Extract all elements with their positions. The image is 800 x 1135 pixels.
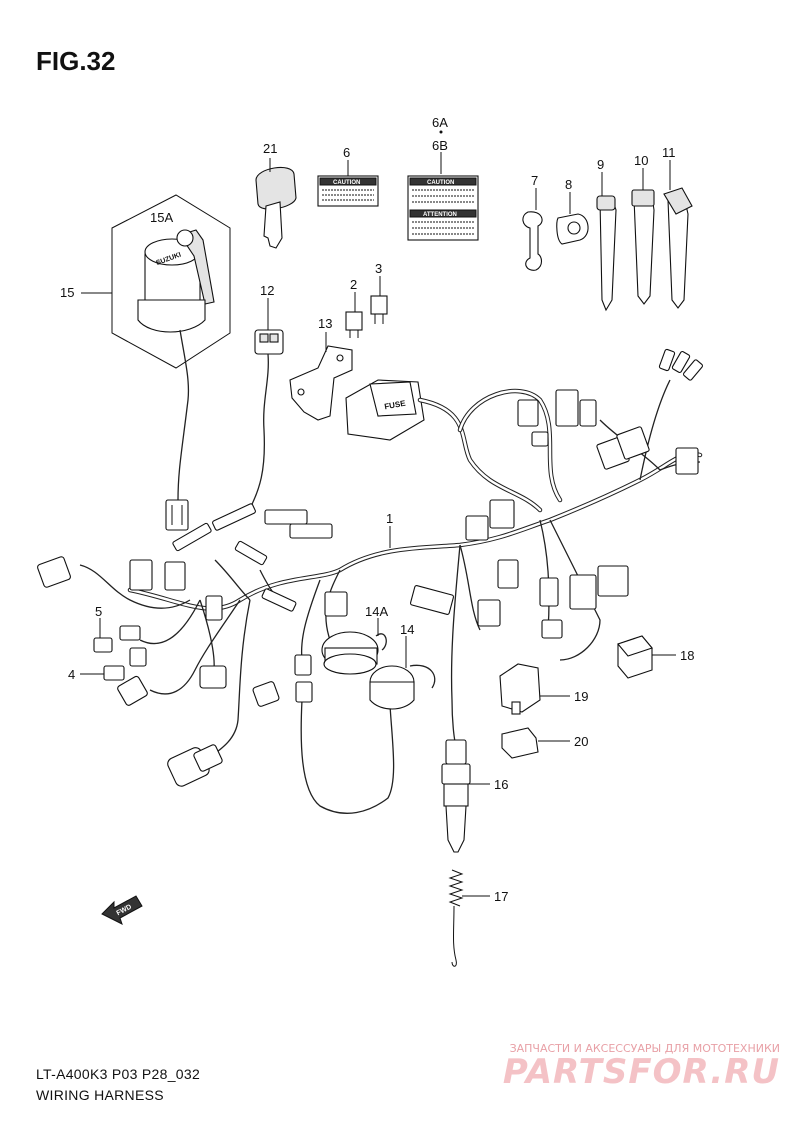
- ignition-switch-lead: [177, 329, 190, 501]
- cable-tie-11: [663, 187, 693, 309]
- fuse-2: [345, 311, 363, 338]
- callout-10: 10: [634, 153, 648, 168]
- callout-2: 2: [350, 277, 357, 292]
- harness-connectors: [37, 348, 703, 787]
- connector-12: [247, 329, 284, 513]
- connector-4: [103, 665, 125, 681]
- cable-tie-10: [631, 189, 655, 305]
- caution-label-6: CAUTION: [317, 175, 379, 207]
- cable-tie-9: [596, 195, 617, 312]
- lamp-socket-14: [369, 664, 436, 710]
- callout-1: 1: [386, 511, 393, 526]
- fuse-bracket-13: [289, 345, 353, 421]
- callout-21: 21: [263, 141, 277, 156]
- callout-17: 17: [494, 889, 508, 904]
- connector-5: [93, 637, 113, 653]
- watermark-tagline: ЗАПЧАСТИ И АКСЕССУАРЫ ДЛЯ МОТОТЕХНИКИ: [509, 1042, 780, 1055]
- ignition-key-15a: [179, 229, 215, 305]
- callout-6a: 6A: [432, 115, 448, 130]
- spare-key-21: [255, 166, 297, 249]
- caution-label-6a-text: CAUTION: [427, 180, 454, 186]
- callout-16: 16: [494, 777, 508, 792]
- fuse-3: [370, 295, 388, 324]
- callout-8: 8: [565, 177, 572, 192]
- callout-13: 13: [318, 316, 332, 331]
- callout-20: 20: [574, 734, 588, 749]
- callout-5: 5: [95, 604, 102, 619]
- sensor-16: [441, 739, 471, 853]
- callout-12: 12: [260, 283, 274, 298]
- callout-14: 14: [400, 622, 414, 637]
- callout-15: 15: [60, 285, 74, 300]
- callout-9: 9: [597, 157, 604, 172]
- fwd-arrow-icon: FWD: [101, 895, 143, 925]
- key-ring: [176, 229, 194, 247]
- callout-4: 4: [68, 667, 75, 682]
- bracket-20: [501, 727, 539, 759]
- callout-11: 11: [662, 145, 676, 160]
- callout-7: 7: [531, 173, 538, 188]
- fuse-box-text: FUSE: [384, 399, 407, 412]
- ignition-switch-group: SUZUKI: [111, 194, 231, 531]
- ignition-switch-base: [137, 299, 206, 333]
- ignition-connector: [165, 499, 189, 531]
- figure-model-code: LT-A400K3 P03 P28_032: [36, 1066, 201, 1082]
- clamp-7: [522, 211, 543, 271]
- callout-numbers: 15 15A 21 6 6A 6B 7 8 9 10 11 12 13 2 3 …: [60, 115, 694, 904]
- watermark-brand: PARTSFOR.RU: [502, 1052, 780, 1092]
- lamp-socket-14a: [321, 631, 387, 675]
- callout-3: 3: [375, 261, 382, 276]
- clamp-8: [556, 213, 589, 245]
- attention-label-6a-6b: CAUTION ATTENTION: [407, 175, 479, 241]
- callout-14a: 14A: [365, 604, 388, 619]
- callout-19: 19: [574, 689, 588, 704]
- relay-19: [499, 663, 541, 715]
- callout-leaders: [80, 130, 676, 897]
- callout-15a: 15A: [150, 210, 173, 225]
- relay-18: [617, 635, 653, 679]
- fuse-box: FUSE: [345, 379, 425, 441]
- caution-label-text: CAUTION: [333, 180, 360, 186]
- attention-label-text: ATTENTION: [423, 212, 457, 218]
- figure-name: WIRING HARNESS: [36, 1087, 164, 1103]
- callout-6: 6: [343, 145, 350, 160]
- main-wiring-harness-1: [79, 379, 703, 814]
- callout-18: 18: [680, 648, 694, 663]
- spring-17: [448, 869, 464, 967]
- ignition-switch-frame: [111, 194, 231, 369]
- callout-6b: 6B: [432, 138, 448, 153]
- figure-title: FIG.32: [36, 46, 116, 76]
